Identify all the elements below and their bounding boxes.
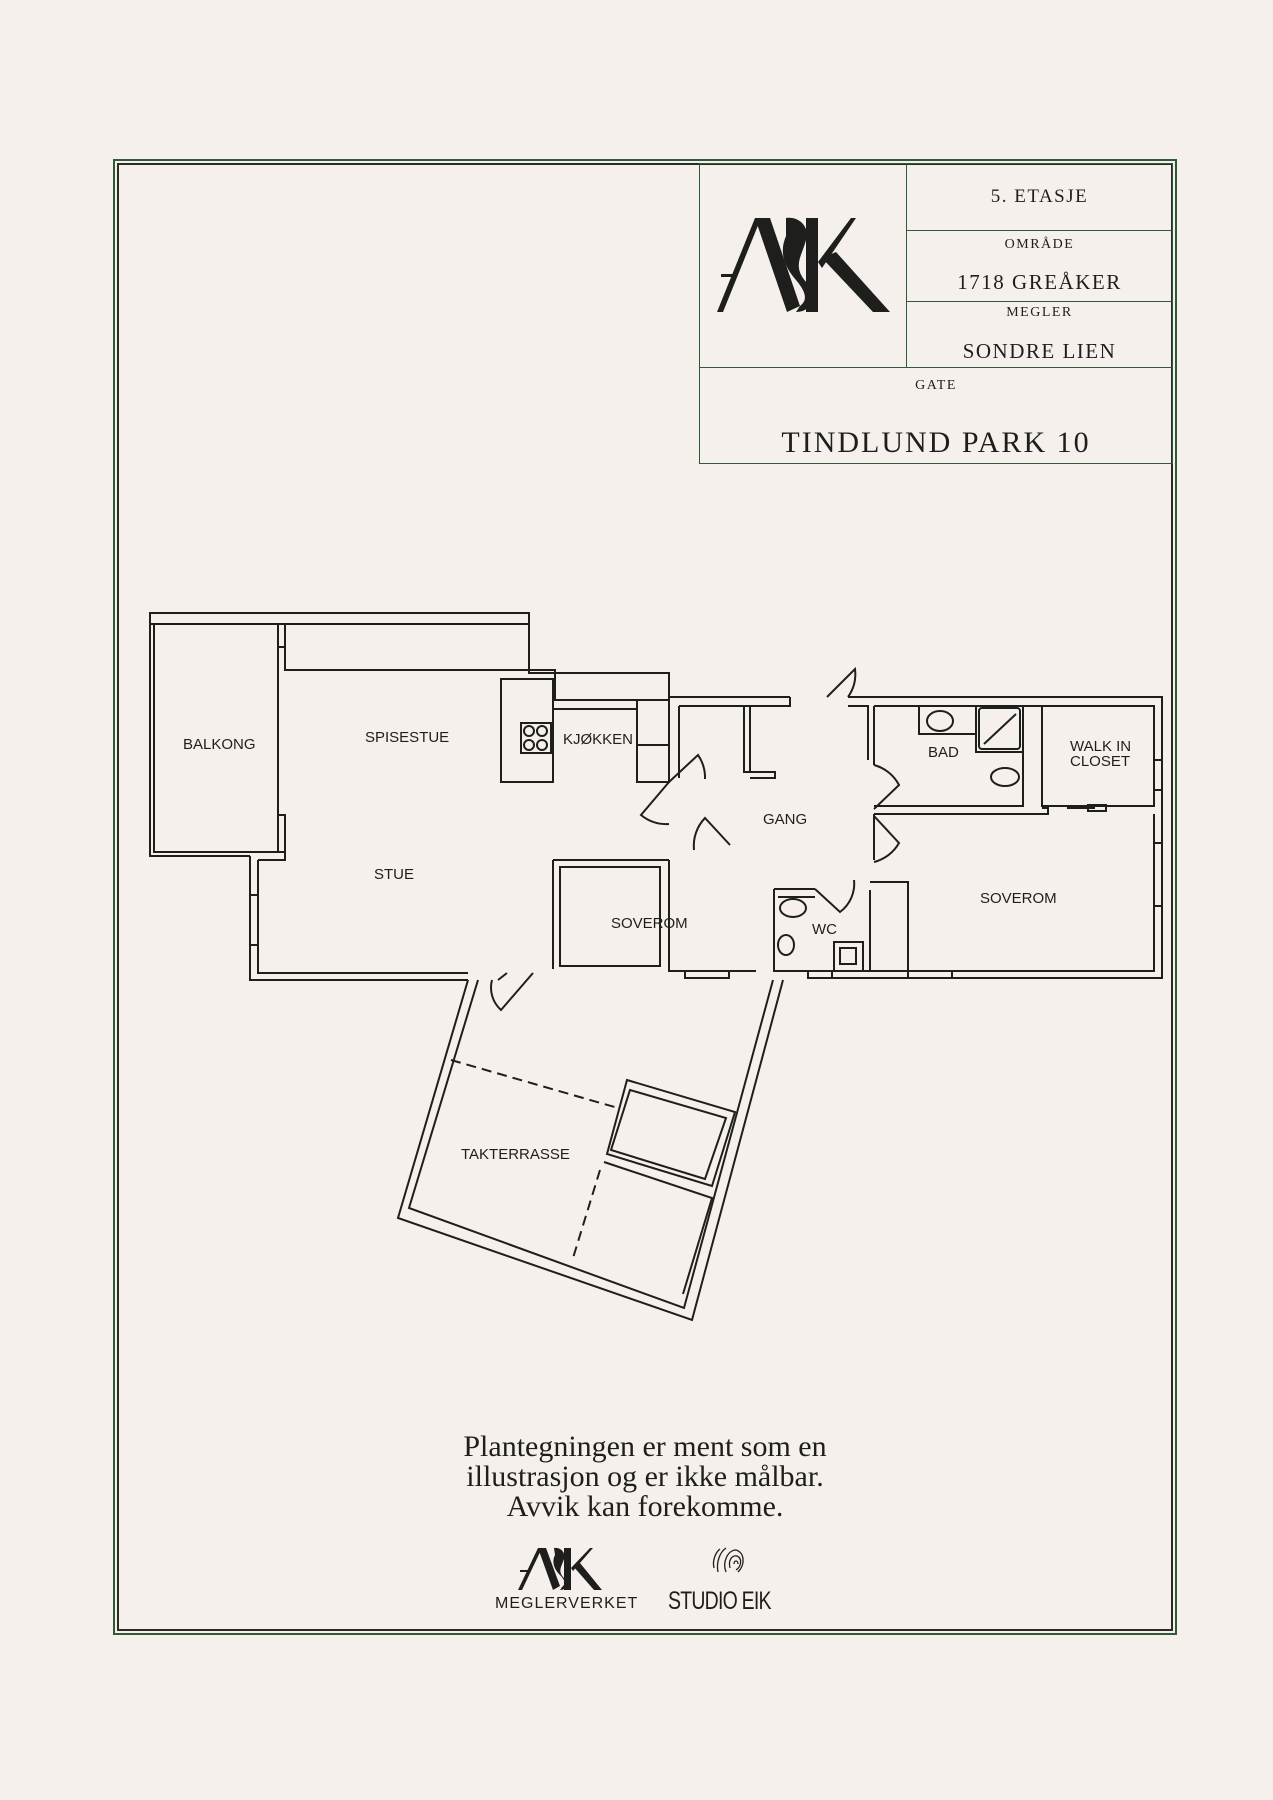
room-label-walk-in: WALK IN bbox=[1070, 738, 1131, 755]
disclaimer-line-2: illustrasjon og er ikke målbar. bbox=[466, 1460, 824, 1493]
area-value: 1718 GREÅKER bbox=[957, 270, 1122, 294]
street-value: TINDLUND PARK 10 bbox=[781, 426, 1091, 459]
footer-studio-eik: STUDIO EIK bbox=[668, 1587, 771, 1615]
room-label-soverom-right: SOVEROM bbox=[980, 890, 1057, 907]
terrace-outline bbox=[396, 979, 784, 1322]
broker-label: MEGLER bbox=[1006, 305, 1073, 320]
room-label-balkong: BALKONG bbox=[183, 736, 256, 753]
area-label: OMRÅDE bbox=[1004, 237, 1075, 252]
room-label-takterrasse: TAKTERRASSE bbox=[461, 1146, 570, 1163]
disclaimer-line-1: Plantegningen er ment som en bbox=[463, 1430, 827, 1463]
page-frame-inner bbox=[117, 163, 1173, 1631]
room-label-spisestue: SPISESTUE bbox=[365, 729, 449, 746]
disclaimer: Plantegningen er ment som en illustrasjo… bbox=[300, 1432, 990, 1522]
room-label-wc: WC bbox=[812, 921, 837, 938]
balcony-outline bbox=[149, 612, 670, 701]
disclaimer-line-3: Avvik kan forekomme. bbox=[506, 1490, 784, 1523]
page-frame-outer bbox=[113, 159, 1177, 1635]
room-label-closet: CLOSET bbox=[1070, 753, 1130, 770]
street-label: GATE bbox=[915, 378, 957, 393]
title-block-street-cell bbox=[699, 367, 1173, 464]
room-label-stue: STUE bbox=[374, 866, 414, 883]
room-label-soverom-mid: SOVEROM bbox=[611, 915, 688, 932]
footer-ask-subtitle: MEGLERVERKET bbox=[495, 1595, 639, 1612]
broker-value: SONDRE LIEN bbox=[962, 339, 1117, 363]
room-label-gang: GANG bbox=[763, 811, 807, 828]
room-label-kjokken: KJØKKEN bbox=[563, 731, 633, 748]
room-label-bad: BAD bbox=[928, 744, 959, 761]
floor-value: 5. ETASJE bbox=[990, 186, 1089, 207]
